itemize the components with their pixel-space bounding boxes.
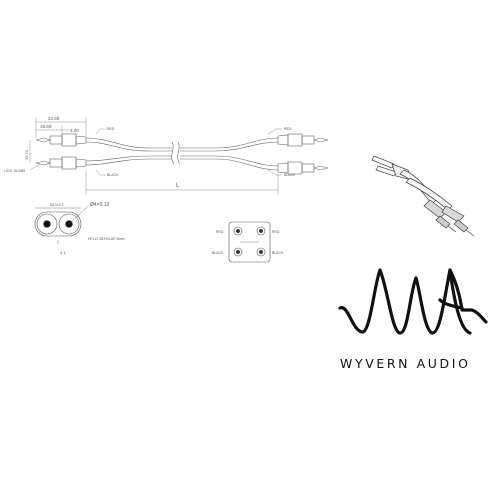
terminal-label-red-left: RED [216, 230, 224, 234]
label-red-right: RED [284, 127, 292, 131]
label-black-left: BLACK [107, 173, 119, 177]
right-bottom-plug [277, 161, 329, 175]
terminal-label-black-left: BLACK [212, 251, 224, 255]
dim-overall: 22.40 [48, 116, 60, 121]
right-top-plug [277, 133, 329, 147]
cross-section-note: HF147/18XX4-Ø7.6mm [88, 237, 125, 241]
dim-length: L [176, 183, 180, 189]
cable-perspective-view [371, 155, 475, 237]
break-mark-right [177, 141, 181, 165]
terminal-label-black-right: BLACK [272, 251, 284, 255]
dim-body: 15.60 [40, 124, 52, 129]
label-red-left: RED [107, 127, 115, 131]
dim-pitch: 19.70 [24, 149, 29, 160]
brand-name: WYVERN AUDIO [340, 356, 471, 371]
cross-section-id: 4.1 [60, 250, 66, 255]
left-bottom-plug [35, 156, 87, 170]
wyvern-audio-logo [338, 268, 488, 335]
dim-tip: 3.00 [70, 128, 79, 133]
cross-section [34, 205, 89, 244]
left-top-plug [35, 133, 87, 147]
break-mark-left [171, 141, 175, 165]
terminal-view [228, 221, 271, 263]
cross-section-width: Ø10×3.2 [50, 203, 64, 207]
label-plug: LOCK 25.0099 [4, 169, 25, 173]
cable-side-view [35, 133, 329, 175]
label-black-right: BLACK [284, 173, 296, 177]
dimension-lines [29, 118, 282, 194]
terminal-label-red-right: RED [272, 230, 280, 234]
cross-section-conductor: Ø4×0.12 [90, 202, 110, 208]
